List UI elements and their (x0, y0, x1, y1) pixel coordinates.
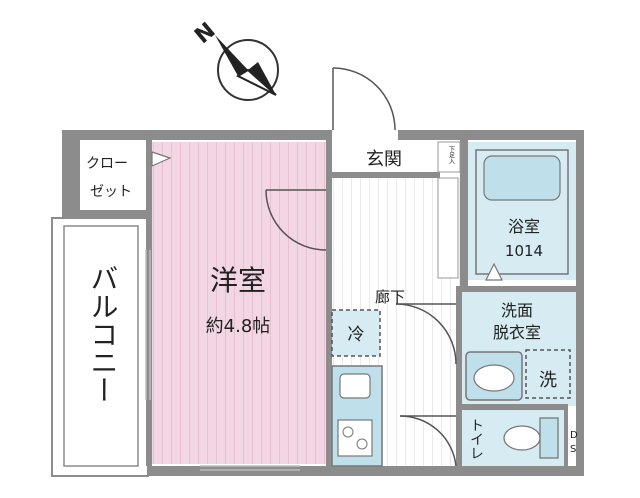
shoe-storage-label: 下足入 (448, 146, 455, 164)
western-room-door (265, 189, 327, 251)
washroom-label-line1: 洗面 (501, 301, 533, 320)
washbasin (465, 351, 523, 401)
ds-label-line2: S (570, 444, 576, 455)
entrance-door (332, 67, 396, 131)
washer-label: 洗 (539, 370, 557, 391)
washroom-door (395, 303, 457, 365)
compass-north-label: N (190, 18, 220, 49)
toilet-fixture (503, 417, 559, 459)
bathroom-model: 1014 (505, 242, 543, 260)
bathtub (475, 149, 569, 275)
entrance-label: 玄関 (366, 149, 402, 170)
compass-needle-dark (215, 35, 248, 76)
walls (62, 130, 584, 476)
closet-door-marker (151, 151, 172, 167)
closet-floor (82, 142, 148, 212)
closet-label-line2: ゼット (90, 184, 132, 200)
entrance-step (437, 177, 459, 279)
compass-needle-right (248, 62, 276, 95)
bathroom-door-marker (485, 262, 503, 281)
western-room-floor (150, 142, 326, 464)
fridge-label: 冷 (348, 325, 365, 345)
western-room-size: 約4.8帖 (206, 316, 271, 337)
compass: N (190, 18, 279, 101)
balcony (51, 217, 149, 477)
toilet-door (399, 415, 457, 467)
windows (145, 250, 300, 471)
hallway-label: 廊下 (375, 288, 405, 306)
bathroom-label: 浴室 (508, 217, 540, 236)
shoe-storage (437, 141, 461, 173)
closet-label-line1: クロー (86, 156, 128, 172)
washroom-label-line2: 脱衣室 (493, 323, 541, 342)
kitchen (331, 309, 383, 467)
washer-space (525, 349, 571, 399)
toilet-label: トイレ (468, 418, 484, 460)
western-room-name: 洋室 (210, 264, 266, 297)
balcony-label: バルコニー (87, 264, 120, 404)
ds-label-line1: D (570, 430, 578, 441)
